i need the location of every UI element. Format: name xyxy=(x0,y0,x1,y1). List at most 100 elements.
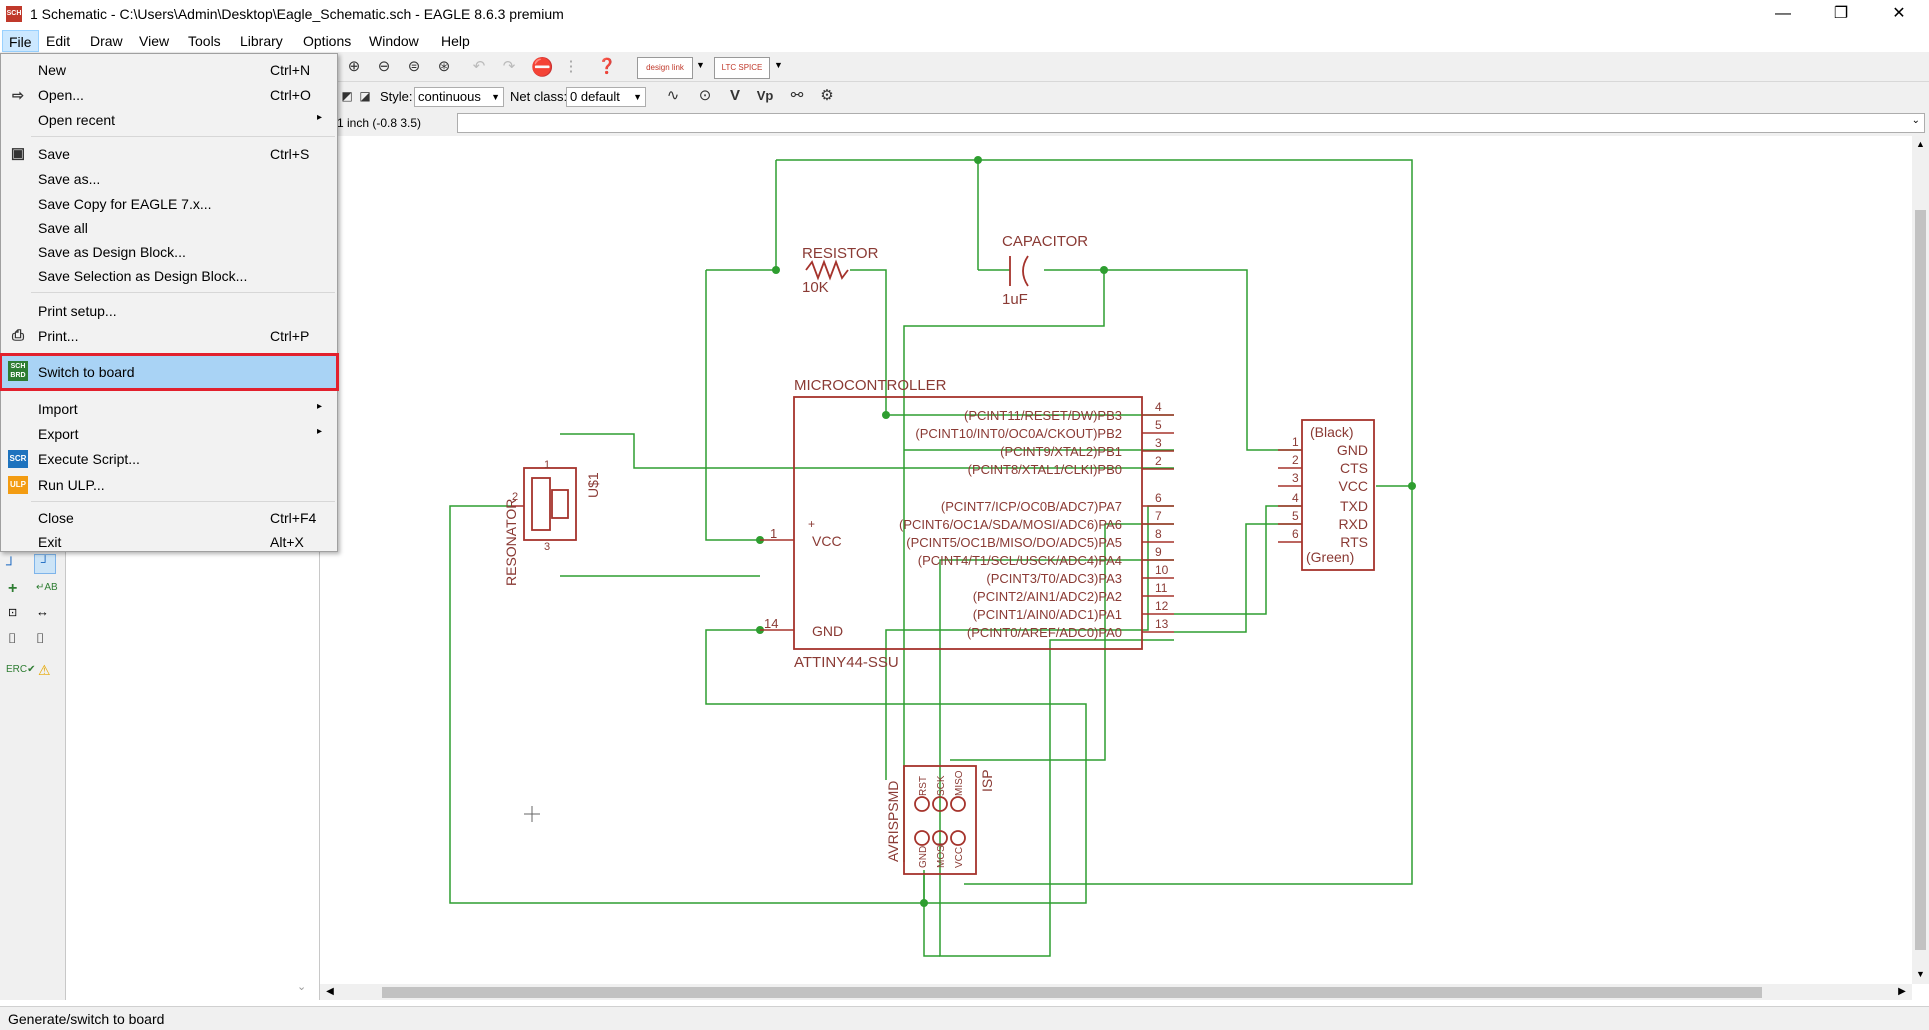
wire-bend-icon[interactable]: ◩ xyxy=(341,89,353,103)
status-bar: Generate/switch to board xyxy=(0,1006,1929,1030)
isp-pin-label: MISO xyxy=(954,770,965,796)
resonator-pin: 1 xyxy=(544,459,550,471)
frame-icon[interactable]: ⌷ xyxy=(36,630,45,646)
zoom-select-icon[interactable]: ⊛ xyxy=(437,58,451,75)
sine-icon[interactable]: ∿ xyxy=(666,87,680,104)
menu-item-save-selection-block[interactable]: Save Selection as Design Block... xyxy=(2,264,336,288)
menu-item-save-as[interactable]: Save as... xyxy=(2,167,336,191)
mcu-pin-number: 9 xyxy=(1155,545,1162,559)
zoom-fit-icon[interactable]: ⊜ xyxy=(407,58,421,75)
ftdi-pin-label: GND xyxy=(1337,442,1368,458)
ftdi-pin-label: VCC xyxy=(1338,478,1368,494)
menu-item-shortcut: Ctrl+S xyxy=(270,146,310,162)
zoom-out-icon[interactable]: ⊖ xyxy=(377,58,391,75)
voltage-probe-icon[interactable]: V xyxy=(729,87,740,104)
erc-icon[interactable]: ERC✔ xyxy=(6,664,36,675)
minimize-button[interactable]: — xyxy=(1775,5,1791,22)
menu-item-save-copy[interactable]: Save Copy for EAGLE 7.x... xyxy=(2,192,336,216)
ftdi-pin-number: 6 xyxy=(1292,527,1299,541)
printer-icon: ⎙ xyxy=(11,327,24,344)
scroll-left-icon[interactable]: ◀ xyxy=(326,986,334,997)
ftdi-top: (Black) xyxy=(1310,424,1354,440)
probe-icon[interactable]: ⊙ xyxy=(698,87,712,104)
ftdi-pin-label: RXD xyxy=(1338,516,1368,532)
menu-item-save-design-block[interactable]: Save as Design Block... xyxy=(2,240,336,264)
menu-item-label: Execute Script... xyxy=(38,451,140,467)
scroll-down-icon[interactable]: ▼ xyxy=(1916,969,1925,979)
mcu-part: ATTINY44-SSU xyxy=(794,654,899,671)
menu-item-import[interactable]: Import▸ xyxy=(2,397,336,421)
help-icon[interactable]: ❓ xyxy=(597,58,617,75)
menu-help[interactable]: Help xyxy=(441,33,470,49)
junction-icon[interactable]: + xyxy=(8,580,18,597)
schematic-canvas[interactable]: RESISTOR 10K CAPACITOR 1uF MICROCONTROLL… xyxy=(320,136,1912,984)
title-bar: SCH 1 Schematic - C:\Users\Admin\Desktop… xyxy=(0,0,1929,30)
wire-bend-icon[interactable]: ◪ xyxy=(359,89,371,103)
phase-probe-icon[interactable]: Vp xyxy=(756,88,774,103)
command-input[interactable]: ⌄ xyxy=(457,113,1925,133)
chevron-down-icon[interactable]: ▼ xyxy=(774,60,783,70)
floppy-icon: ▣ xyxy=(10,145,26,162)
mcu-pin-label: (PCINT11/RESET/DW)PB3 xyxy=(964,408,1122,423)
zoom-in-icon[interactable]: ⊕ xyxy=(347,58,361,75)
style-select[interactable]: continuous▼ xyxy=(414,87,504,107)
horizontal-scrollbar[interactable]: ◀ ▶ xyxy=(320,984,1912,1000)
scrollbar-thumb[interactable] xyxy=(1915,210,1926,950)
menu-draw[interactable]: Draw xyxy=(90,33,123,49)
gear-icon[interactable]: ⚙ xyxy=(820,87,834,104)
menu-options[interactable]: Options xyxy=(303,33,352,49)
attribute-icon[interactable]: ⊡ xyxy=(8,607,18,619)
isp-pin-label: MOSI xyxy=(936,842,947,868)
isp-pin-label: RST xyxy=(918,776,929,796)
vertical-scrollbar[interactable]: ▲ ▼ xyxy=(1912,136,1929,984)
netclass-select[interactable]: 0 default▼ xyxy=(566,87,646,107)
menu-file[interactable]: File xyxy=(2,30,39,52)
resistor-value: 10K xyxy=(802,279,829,296)
chevron-down-icon[interactable]: ▼ xyxy=(696,60,705,70)
wire-icon[interactable]: ┘ xyxy=(6,556,16,572)
scrollbar-thumb[interactable] xyxy=(382,987,1762,998)
menu-item-save-all[interactable]: Save all xyxy=(2,216,336,240)
submenu-arrow-icon: ▸ xyxy=(317,112,323,123)
scroll-down-icon[interactable]: ⌄ xyxy=(297,981,307,993)
menu-tools[interactable]: Tools xyxy=(188,33,221,49)
warning-icon[interactable]: ⚠ xyxy=(38,662,51,678)
net-icon[interactable]: ┘ xyxy=(34,554,56,574)
menu-edit[interactable]: Edit xyxy=(46,33,71,49)
ftdi-pin-label: RTS xyxy=(1340,534,1368,550)
scroll-up-icon[interactable]: ▲ xyxy=(1916,139,1925,149)
dimension-icon[interactable]: ↔ xyxy=(36,604,49,619)
ftdi-pin-label: TXD xyxy=(1340,498,1368,514)
ltspice-icon[interactable]: LTC SPICE xyxy=(714,57,770,79)
menu-item-open-recent[interactable]: Open recent▸ xyxy=(2,108,336,132)
undo-icon[interactable]: ↶ xyxy=(472,58,486,75)
menu-item-export[interactable]: Export▸ xyxy=(2,422,336,446)
menu-bar: File Edit Draw View Tools Library Option… xyxy=(0,30,1929,52)
go-icon[interactable]: ⋮ xyxy=(563,58,579,75)
menu-library[interactable]: Library xyxy=(240,33,283,49)
mcu-pin-label: (PCINT7/ICP/OC0B/ADC7)PA7 xyxy=(941,499,1122,514)
menu-window[interactable]: Window xyxy=(369,33,419,49)
scroll-right-icon[interactable]: ▶ xyxy=(1898,986,1906,997)
design-link-icon[interactable]: design link xyxy=(637,57,693,79)
link-icon[interactable]: ⚯ xyxy=(790,87,804,104)
redo-icon[interactable]: ↷ xyxy=(502,58,516,75)
menu-item-print[interactable]: ⎙Print...Ctrl+P xyxy=(2,324,336,348)
menu-item-print-setup[interactable]: Print setup... xyxy=(2,299,336,323)
stop-icon[interactable]: ⛔ xyxy=(531,57,554,77)
menu-item-open[interactable]: ⇨Open...Ctrl+O xyxy=(2,83,336,107)
ftdi-pin-number: 2 xyxy=(1292,453,1299,467)
close-button[interactable]: ✕ xyxy=(1892,5,1906,22)
bus-icon[interactable]: ⌷ xyxy=(8,630,17,646)
label-icon[interactable]: ↵AB xyxy=(36,582,58,593)
ftdi-pin-number: 3 xyxy=(1292,471,1299,485)
maximize-button[interactable]: ❐ xyxy=(1833,5,1849,22)
menu-view[interactable]: View xyxy=(139,33,170,49)
